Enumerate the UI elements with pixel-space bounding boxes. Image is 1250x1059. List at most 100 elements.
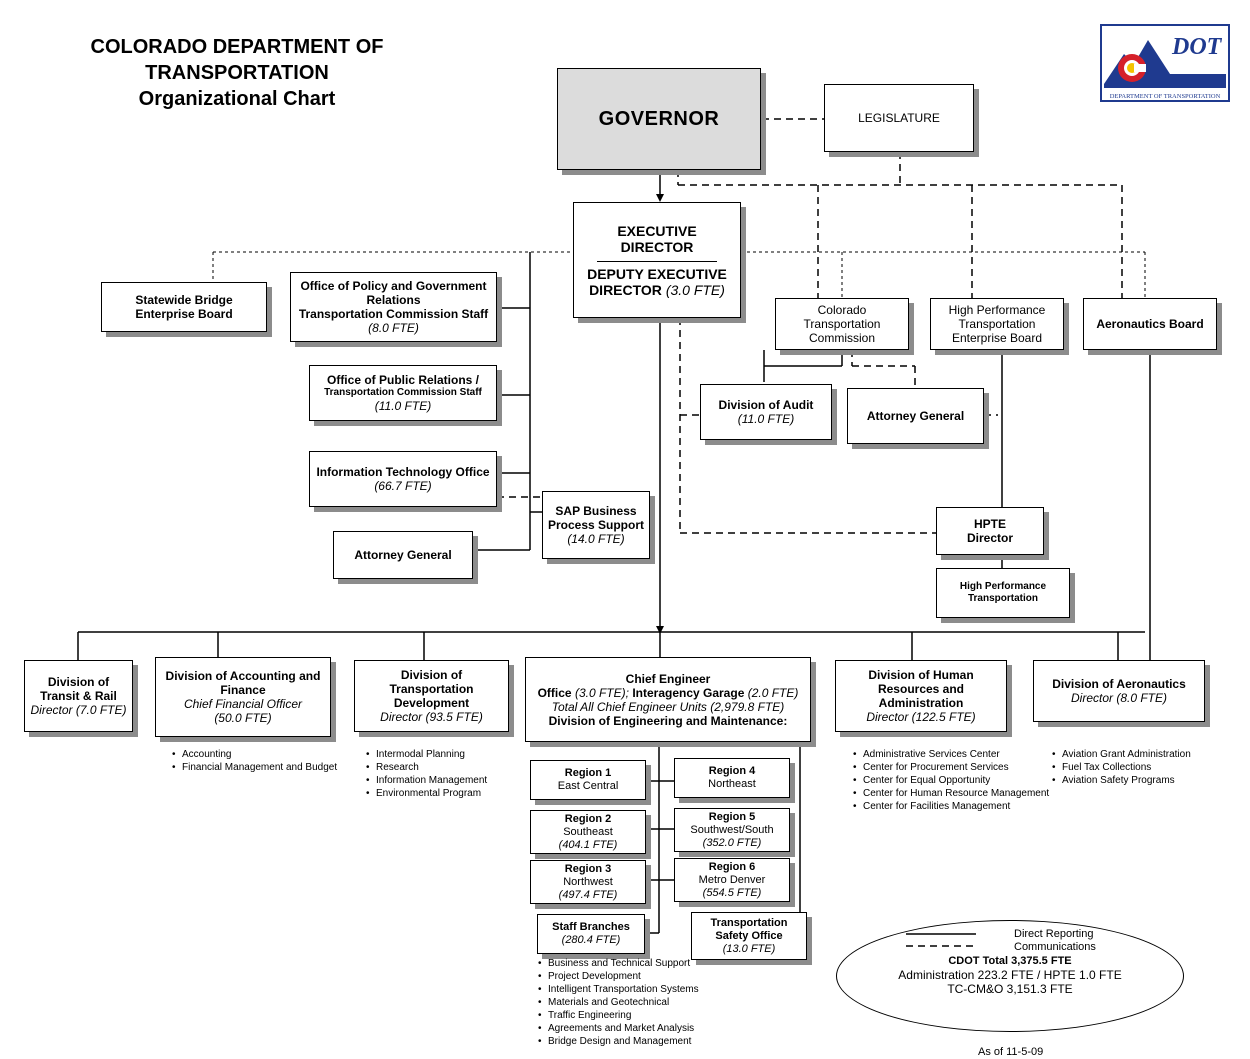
region-1-box: Region 1 East Central (530, 760, 646, 800)
hr-label-2: Resources and (877, 682, 965, 696)
list-item: Fuel Tax Collections (1052, 761, 1191, 774)
human-resources-box: Division of Human Resources and Administ… (835, 660, 1007, 732)
transit-label-1: Division of (47, 675, 110, 689)
legend-direct: Direct Reporting (1014, 928, 1094, 940)
sap-fte: (14.0 FTE) (567, 532, 625, 546)
ctc-box: Colorado Transportation Commission (775, 298, 909, 350)
tso-label-c: (13.0 FTE) (722, 942, 776, 955)
ctc-label-3: Commission (808, 331, 875, 345)
staff-branches-box: Staff Branches (280.4 FTE) (537, 914, 645, 954)
ctc-label-1: Colorado (817, 303, 867, 317)
region-6-box: Region 6 Metro Denver (554.5 FTE) (674, 858, 790, 902)
deputy-fte: (3.0 FTE) (665, 281, 725, 298)
list-item: Accounting (172, 748, 337, 761)
sap-box: SAP Business Process Support (14.0 FTE) (542, 491, 650, 559)
ag-right-label: Attorney General (866, 409, 965, 423)
r5-label-b: Southwest/South (690, 823, 774, 836)
audit-box: Division of Audit (11.0 FTE) (700, 384, 832, 440)
hpteb-label-3: Enterprise Board (951, 331, 1043, 345)
ce-label-1: Chief Engineer (625, 671, 711, 686)
legend-keys: Direct Reporting Communications (1014, 928, 1096, 954)
list-item: Environmental Program (366, 787, 487, 800)
list-item: Financial Management and Budget (172, 761, 337, 774)
governor-label: GOVERNOR (598, 108, 720, 130)
attorney-general-left-box: Attorney General (333, 531, 473, 579)
list-item: Project Development (538, 970, 699, 983)
pr-fte: (11.0 FTE) (374, 399, 432, 413)
exec-label-1: EXECUTIVE (617, 222, 697, 239)
r6-label-c: (554.5 FTE) (702, 886, 762, 899)
policy-fte: (8.0 FTE) (368, 321, 419, 335)
public-relations-box: Office of Public Relations / Transportat… (309, 365, 497, 421)
hpt-box: High Performance Transportation (936, 568, 1070, 618)
title-line-2: TRANSPORTATION (145, 62, 329, 84)
governor-box: GOVERNOR (557, 68, 761, 170)
dtd-label-1: Division of (400, 668, 463, 682)
hpte-dir-label-2: Director (966, 531, 1013, 545)
policy-label-1: Office of Policy and Government (300, 279, 487, 293)
transportation-safety-office-box: Transportation Safety Office (13.0 FTE) (691, 912, 807, 960)
list-item: Traffic Engineering (538, 1009, 699, 1022)
dtd-label-4: Director (93.5 FTE) (380, 710, 483, 724)
sap-label-1: SAP Business (555, 504, 637, 518)
aeronautics-division-box: Division of Aeronautics Director (8.0 FT… (1033, 660, 1205, 722)
r6-label-b: Metro Denver (698, 873, 766, 886)
hpteb-label-1: High Performance (948, 303, 1046, 317)
it-label-1: Information Technology Office (316, 465, 490, 479)
policy-label-2: Relations (366, 293, 421, 307)
exec-divider (597, 260, 717, 262)
cdot-logo: DOT DEPARTMENT OF TRANSPORTATION (1100, 24, 1230, 102)
list-item: Materials and Geotechnical (538, 996, 699, 1009)
bridge-label-2: Enterprise Board (135, 307, 233, 321)
acct-label-1: Division of Accounting and (165, 669, 321, 683)
legend-totals: CDOT Total 3,375.5 FTE Administration 22… (836, 954, 1184, 996)
legislature-label: LEGISLATURE (858, 111, 940, 125)
dtd-label-2: Transportation (389, 682, 474, 696)
ag-left-label: Attorney General (354, 548, 452, 562)
list-item: Bridge Design and Management (538, 1035, 699, 1048)
ctc-label-2: Transportation (803, 317, 881, 331)
it-office-box: Information Technology Office (66.7 FTE) (309, 451, 497, 507)
pr-label-2: Transportation Commission Staff (324, 387, 482, 398)
audit-label-1: Division of Audit (718, 398, 814, 412)
transit-label-2: Transit & Rail (40, 689, 117, 703)
list-item: Information Management (366, 774, 487, 787)
list-item: Intelligent Transportation Systems (538, 983, 699, 996)
executive-director-box: EXECUTIVE DIRECTOR DEPUTY EXECUTIVE DIRE… (573, 202, 741, 318)
hr-label-3: Administration (878, 696, 964, 710)
r1-label-b: East Central (557, 780, 619, 792)
r3-label-b: Northwest (563, 875, 613, 888)
legend-total: CDOT Total 3,375.5 FTE (948, 955, 1072, 967)
sb-label-b: (280.4 FTE) (561, 934, 621, 946)
audit-fte: (11.0 FTE) (737, 412, 795, 426)
region-2-box: Region 2 Southeast (404.1 FTE) (530, 810, 646, 854)
r5-label-c: (352.0 FTE) (702, 836, 762, 849)
hr-label-1: Division of Human (868, 668, 974, 682)
list-item: Intermodal Planning (366, 748, 487, 761)
list-item: Center for Human Resource Management (853, 787, 1049, 800)
region-5-box: Region 5 Southwest/South (352.0 FTE) (674, 808, 790, 852)
r3-label-a: Region 3 (564, 862, 612, 875)
bridge-label-1: Statewide Bridge (135, 293, 233, 307)
aeronautics-board-box: Aeronautics Board (1083, 298, 1217, 350)
aero-list: Aviation Grant Administration Fuel Tax C… (1050, 748, 1191, 787)
as-of-date: As of 11-5-09 (978, 1046, 1044, 1058)
region-4-box: Region 4 Northeast (674, 758, 790, 798)
deputy-label-1: DEPUTY EXECUTIVE (587, 265, 727, 282)
exec-label-2: DIRECTOR (620, 238, 694, 255)
hpt-label-2: Transportation (967, 593, 1038, 604)
title-line-3: Organizational Chart (138, 88, 336, 110)
r5-label-a: Region 5 (708, 810, 756, 823)
policy-label-3: Transportation Commission Staff (298, 307, 489, 321)
hpt-label-1: High Performance (959, 581, 1047, 592)
ce-label-3: Total All Chief Engineer Units (2,979.8 … (551, 699, 785, 714)
list-item: Aviation Safety Programs (1052, 774, 1191, 787)
dtd-list: Intermodal Planning Research Information… (364, 748, 487, 800)
aero-label-1: Division of Aeronautics (1052, 677, 1186, 691)
title-line-1: COLORADO DEPARTMENT OF (90, 36, 384, 58)
ce-label-4: Division of Engineering and Maintenance: (548, 713, 788, 728)
r4-label-b: Northeast (708, 778, 756, 790)
pr-label-1: Office of Public Relations / (326, 373, 480, 387)
page-title: COLORADO DEPARTMENT OF TRANSPORTATION Or… (62, 34, 412, 112)
